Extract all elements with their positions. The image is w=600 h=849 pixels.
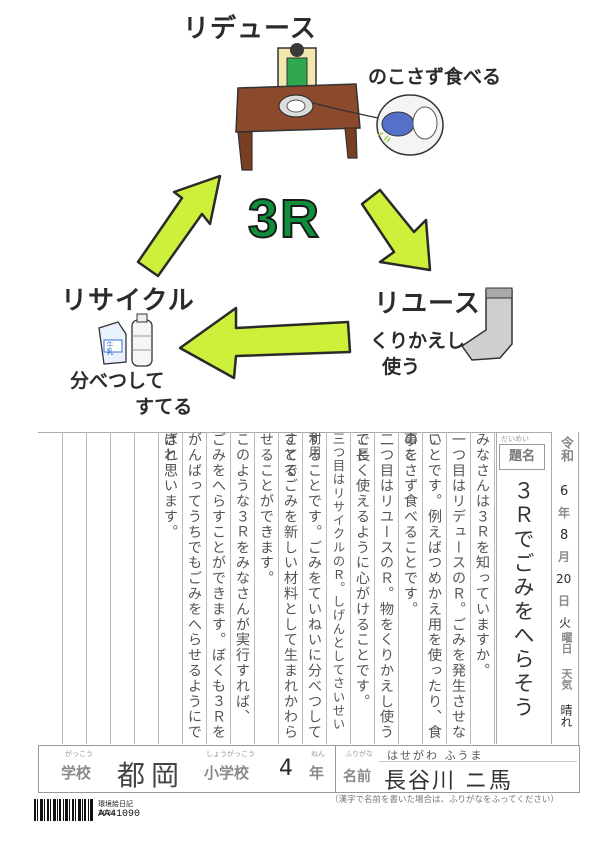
body-line-empty-3 [86, 432, 111, 744]
recycle-caption-line2: すてる [135, 396, 193, 418]
school-label-furigana: がっこう [65, 750, 93, 758]
body-line-9: ことでごみを新しい材料として生まれかわら [278, 432, 303, 744]
drawing-area: リデュース のこさず食べる 3R リユース くりかえし 使う リサイクル 分べつ… [61, 14, 513, 418]
date-column: 令和 6 年 8 月 20 日 火 曜日 天気 晴れ [551, 432, 578, 744]
clean-plate-drawing [376, 94, 444, 156]
boot-drawing [460, 287, 513, 361]
reduce-caption: のこさず食べる [368, 66, 502, 88]
arrow-reduce-to-reuse [360, 188, 432, 272]
recycle-title: リサイクル [61, 286, 195, 316]
body-line-2: 一つ目はリデュースのＲ。ごみを発生させない [426, 432, 471, 744]
barcode-icon [34, 799, 93, 821]
body-line-3: ことです。例えばつめかえ用を使ったり、食事を [402, 432, 447, 744]
name-label: 名前 [343, 769, 371, 785]
title-furigana: だいめい [501, 435, 529, 443]
body-line-empty-2 [110, 432, 135, 744]
body-line-5: 二つ目はリユースのＲ。物をくりかえし使うこと [354, 432, 399, 744]
year-label: 年 [558, 506, 571, 520]
body-line-14: ばと思います。 [158, 432, 183, 744]
weekday-value: 火 [559, 616, 572, 630]
weekday-label: 曜日 [560, 632, 573, 654]
milk-carton-text: 牛乳 [106, 341, 114, 355]
body-line-1: みなさんは３Ｒを知っていますか。 [470, 432, 495, 744]
month-value: 8 [560, 528, 569, 543]
body-line-11: このような３Ｒをみなさんが実行すれば、 [230, 432, 255, 744]
diary-writing-sheet: 令和 6 年 8 月 20 日 火 曜日 天気 晴れ だいめい 題名 ３Ｒでごみ… [38, 432, 579, 746]
body-line-12: ごみをへらすことができます。ぼくも３Ｒを [206, 432, 231, 744]
school-suffix-furigana: しょうがっこう [206, 750, 255, 758]
body-line-7: 三つ目はリサイクルのＲ。しげんとしてさいせい利用 [307, 432, 351, 744]
body-line-10: せることができます。 [254, 432, 279, 744]
student-name: 長谷川 ニ馬 [384, 769, 513, 794]
reuse-caption-line1: くりかえし [370, 330, 466, 352]
drawing-illustration [98, 43, 513, 380]
diary-title: ３Ｒでごみをへらそう [511, 480, 535, 720]
body-line-empty-5 [38, 432, 63, 744]
grade-furigana: ねん [311, 750, 325, 758]
entry-code: AA41090 [98, 809, 141, 820]
body-line-4: のこさず食べることです。 [398, 432, 423, 744]
month-label: 月 [558, 550, 571, 564]
era-label: 令和 [558, 436, 573, 462]
plastic-bottle-drawing [131, 313, 153, 367]
milk-carton-drawing [98, 321, 127, 365]
reduce-title: リデュース [183, 14, 317, 44]
school-suffix: 小学校 [204, 764, 250, 782]
reuse-caption-line2: 使う [382, 356, 421, 378]
weather-label: 天気 [560, 668, 573, 690]
day-value: 20 [556, 572, 572, 586]
weather-value: 晴れ [559, 704, 573, 728]
body-line-13: がんばってうちでもごみをへらせるようにできれ [162, 432, 207, 744]
year-value: 6 [560, 484, 569, 499]
arrow-reuse-to-recycle [178, 306, 352, 380]
person-figure [277, 43, 317, 91]
title-column: だいめい 題名 ３Ｒでごみをへらそう [496, 432, 551, 744]
center-3r-label: 3R [247, 188, 322, 250]
body-line-6: で長く使えるように心がけることです。 [350, 432, 375, 744]
barcode-label: 環境絵日記2024 AA41090 [34, 797, 147, 823]
diary-label: 環境絵日記2024 [98, 800, 133, 817]
name-furigana-note: （漢字で名前を書いた場合は、ふりがなをふってください） [330, 795, 559, 805]
school-name: 都岡 [117, 759, 186, 792]
title-label: 題名 [499, 444, 545, 470]
day-label: 日 [558, 594, 571, 608]
grade-label: 年 [309, 764, 325, 782]
reuse-title: リユース [374, 289, 481, 319]
name-furigana-label: ふりがな [345, 750, 373, 758]
body-line-8: することです。ごみをていねいに分べつしてすてる [282, 432, 327, 744]
student-info-bar: がっこう 学校 都岡 しょうがっこう 小学校 4 ねん 年 ふりがな 名前 はせ… [38, 745, 580, 794]
grade-value: 4 [279, 756, 293, 781]
school-label: 学校 [61, 764, 92, 782]
recycle-caption-line1: 分べつして [70, 370, 165, 392]
arrow-recycle-to-reduce [136, 174, 222, 278]
name-kana: はせがわ ふうま [387, 749, 484, 762]
body-line-empty-1 [134, 432, 159, 744]
body-line-empty-4 [62, 432, 87, 744]
desk-drawing [235, 83, 379, 171]
